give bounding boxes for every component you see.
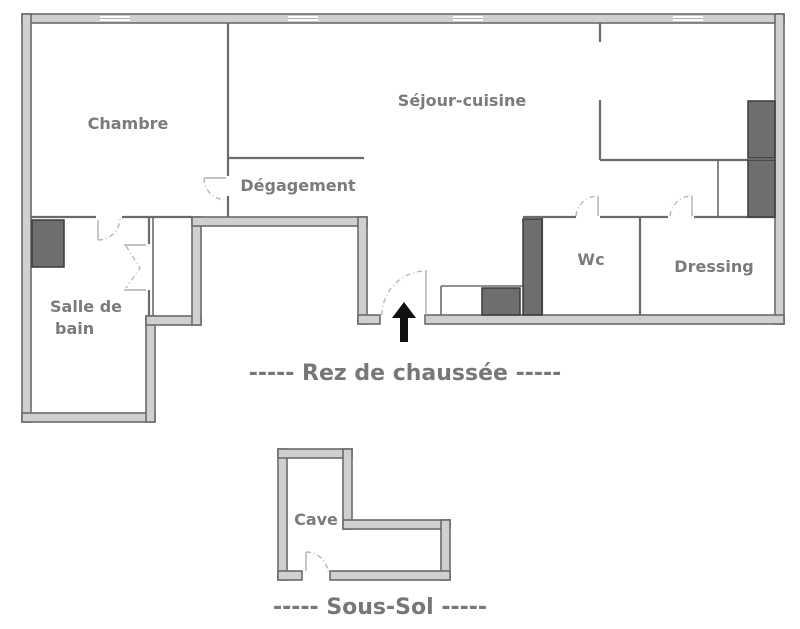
room-label-sejour-cuisine: Séjour-cuisine (398, 91, 527, 110)
built-in-units (31, 100, 776, 316)
level-label-ground: ----- Rez de chaussée ----- (249, 361, 562, 386)
room-label-chambre: Chambre (88, 114, 169, 133)
level-label-basement: ----- Sous-Sol ----- (273, 595, 487, 620)
interior-walls (31, 23, 775, 316)
cave-walls (277, 448, 451, 581)
room-label-dressing: Dressing (674, 257, 753, 276)
exterior-walls (21, 13, 785, 423)
room-label-degagement: Dégagement (240, 176, 356, 195)
room-label-cave: Cave (294, 510, 338, 529)
room-label-salle-de-bain-line1: Salle de (50, 297, 122, 316)
room-label-wc: Wc (577, 250, 604, 269)
room-label-salle-de-bain-line2: bain (55, 319, 94, 338)
windows (100, 16, 703, 21)
entrance-arrow-icon (392, 302, 416, 342)
doors (97, 177, 693, 316)
